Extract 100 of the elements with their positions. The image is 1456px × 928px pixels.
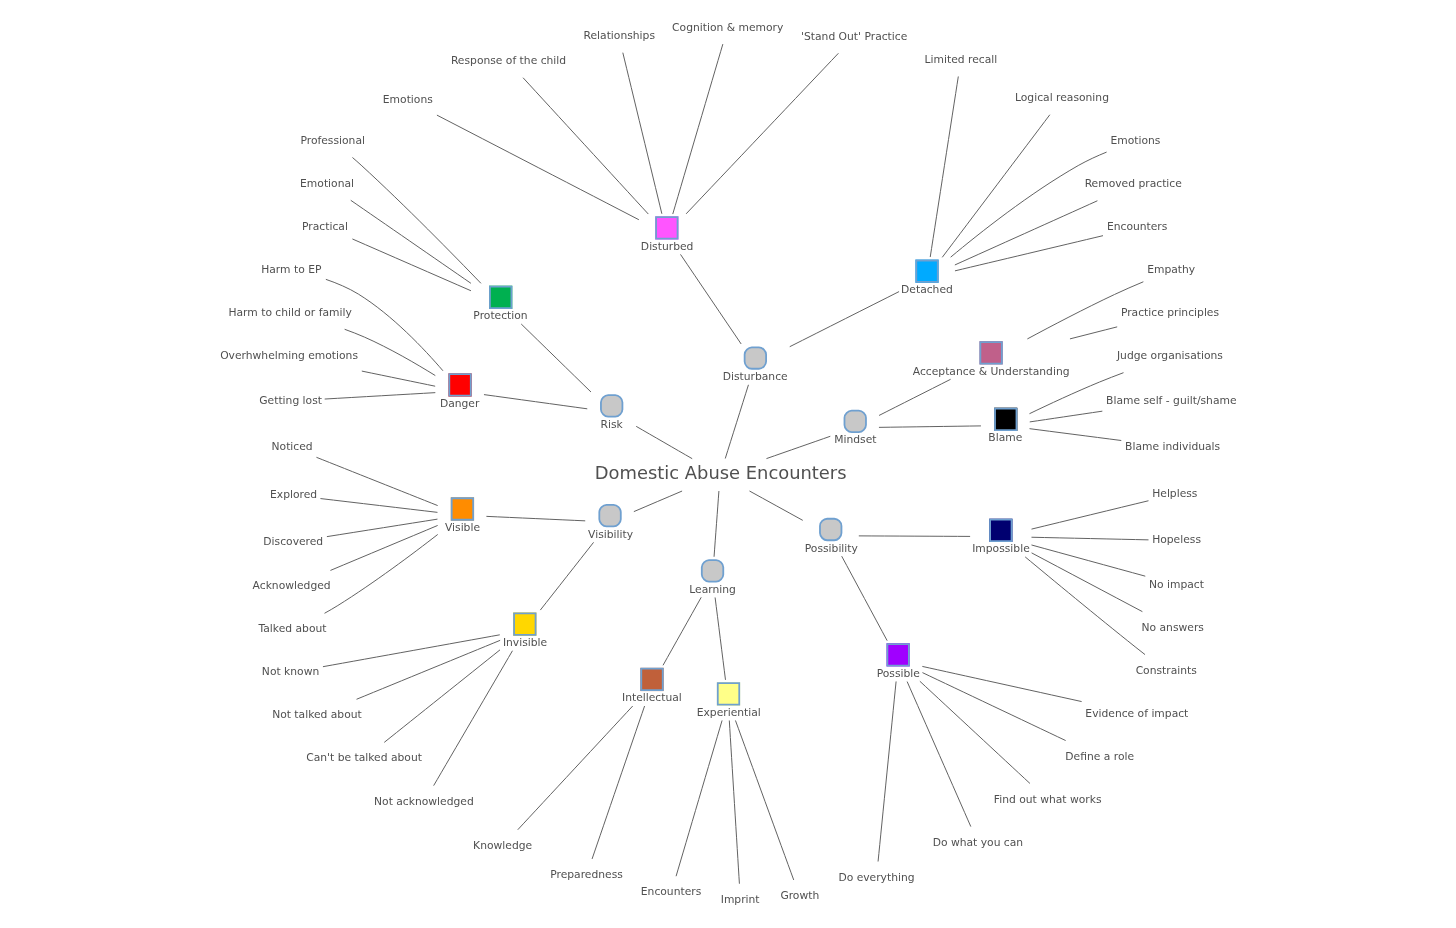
connector [351, 238, 472, 292]
node-label: Disturbed [640, 239, 694, 253]
node-text: Knowledge [473, 838, 533, 852]
connector [1031, 536, 1149, 541]
node-text: Evidence of impact [1085, 706, 1189, 720]
connector [941, 114, 1051, 258]
node-label: Learning [689, 582, 736, 596]
connector [734, 719, 795, 881]
node-text: Constraints [1135, 663, 1197, 677]
node-text: No impact [1149, 577, 1204, 591]
node-text: Growth [780, 888, 820, 902]
node-text: Relationships [583, 29, 655, 43]
connector [383, 649, 501, 743]
node-label: Possibility [804, 541, 858, 555]
connector [1029, 428, 1122, 441]
connector [680, 253, 742, 345]
connector [724, 384, 749, 459]
node-text: Imprint [720, 892, 760, 906]
node-label: Disturbance [722, 370, 788, 384]
connector [483, 394, 588, 410]
node-text: Emotions [382, 92, 433, 106]
node-text: Do what you can [932, 835, 1024, 849]
node-text: Professional [300, 133, 365, 147]
connector [539, 541, 595, 611]
connector [1031, 500, 1149, 530]
node-label: Risk [600, 417, 623, 431]
connector [1029, 372, 1124, 415]
connector [591, 705, 646, 860]
node-text: Practice principles [1120, 306, 1220, 320]
connector [325, 278, 444, 372]
node-text: Harm to child or family [228, 305, 352, 319]
node-label: Blame [988, 431, 1023, 445]
node-text: Emotional [300, 176, 355, 190]
connector [841, 555, 888, 642]
connector [878, 378, 952, 416]
node-text: Helpless [1152, 487, 1198, 501]
connector [921, 672, 1067, 742]
connector [929, 76, 959, 258]
node-label: Protection [473, 309, 528, 323]
connector [1026, 281, 1144, 340]
connector [713, 490, 720, 558]
connector [675, 719, 723, 877]
connector [622, 52, 663, 215]
node-label: Danger [439, 396, 480, 410]
node-text: Not acknowledged [374, 794, 474, 808]
connector [520, 323, 592, 393]
connector [728, 720, 740, 885]
connector [714, 597, 726, 681]
node-text: Emotions [1110, 134, 1161, 148]
connector [906, 681, 972, 828]
node-text: Can't be talked about [306, 751, 422, 765]
node-text: Limited recall [924, 52, 998, 66]
connector [919, 680, 1031, 784]
connector [1029, 410, 1103, 423]
node-label: Visibility [588, 527, 634, 541]
connector [1031, 552, 1143, 613]
connector [954, 200, 1098, 266]
node-text: Preparedness [550, 868, 623, 882]
connector [858, 535, 971, 537]
node-text: No answers [1141, 620, 1204, 634]
connector [662, 596, 702, 666]
node-label: Intellectual [622, 691, 682, 705]
node-text: Encounters [1106, 220, 1168, 234]
connector [356, 639, 501, 700]
connector [1069, 326, 1118, 340]
connector [326, 518, 438, 538]
connector [350, 199, 472, 284]
connector [436, 114, 640, 221]
node-text: Acknowledged [252, 579, 331, 593]
connector [517, 705, 634, 831]
connector [878, 425, 982, 428]
connector [324, 534, 439, 614]
node-text: Empathy [1147, 263, 1196, 277]
node-text: Not known [261, 665, 320, 679]
connector [485, 515, 586, 522]
node-text: Removed practice [1084, 177, 1182, 191]
connector [322, 634, 501, 668]
node-label: Invisible [502, 636, 548, 650]
node-label: Impossible [972, 542, 1030, 556]
node-label: Experiential [696, 705, 761, 719]
node-text: Overhwhelming emotions [220, 348, 359, 362]
connector [433, 650, 513, 787]
node-text: Blame individuals [1125, 439, 1221, 453]
connector [319, 498, 438, 513]
connector [522, 77, 649, 215]
connector [1024, 556, 1146, 656]
connector [361, 370, 436, 387]
connector [1031, 544, 1146, 577]
node-label: Mindset [834, 433, 877, 447]
connector [351, 157, 482, 284]
connector [324, 392, 436, 400]
node-text: Noticed [271, 440, 313, 454]
connector [633, 490, 683, 513]
connector [329, 525, 439, 571]
connector [954, 235, 1104, 272]
node-label: Possible [876, 666, 920, 680]
node-text: Explored [270, 488, 318, 502]
node-text: Discovered [263, 534, 324, 548]
node-text: Judge organisations [1116, 349, 1223, 363]
connector [635, 425, 693, 460]
